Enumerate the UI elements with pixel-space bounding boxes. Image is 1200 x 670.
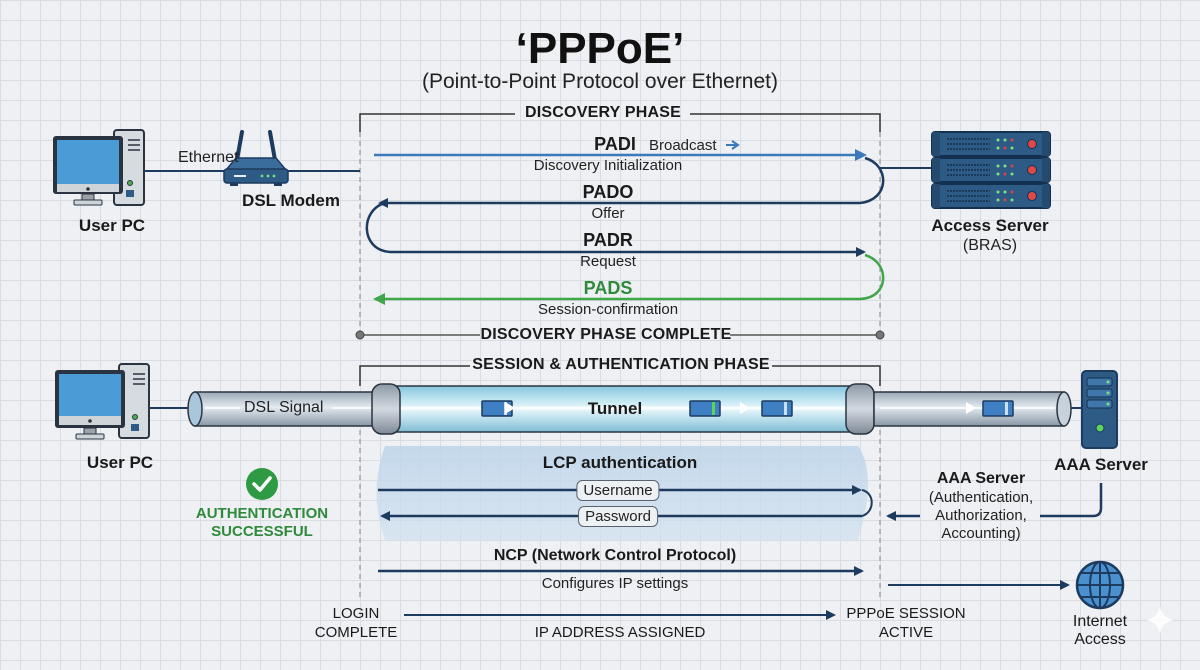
ethernet-label: Ethernet [178,149,239,166]
pado-label: PADO [582,182,634,202]
auth-status-line-1: AUTHENTICATION [195,505,329,522]
ncp-description: Configures IP settings [541,575,689,592]
user-pc-bottom-label: User PC [86,453,154,472]
password-badge: Password [578,506,658,527]
aaa-server-icon-label: AAA Server [1054,455,1148,474]
page-title: ‘PPPoE’ [515,24,685,73]
tunnel-label: Tunnel [587,399,643,418]
discovery-complete-label: DISCOVERY PHASE COMPLETE [480,326,732,343]
pado-arrow [378,156,885,208]
data-packet [966,400,1014,417]
aaa-link-pipe [873,391,1082,427]
aaa-line-1: (Authentication, [928,489,1034,506]
internet-line-2: Access [1074,631,1126,648]
login-line-1: LOGIN [332,605,380,622]
sparkle-icon [1146,606,1174,634]
pado-description: Offer [591,205,625,222]
rack-unit [931,157,1051,183]
broadcast-arrow-icon [726,140,740,150]
aaa-title: AAA Server [936,470,1026,487]
pads-description: Session-confirmation [537,301,679,318]
access-server-label: Access Server [931,216,1049,235]
lcp-label: LCP authentication [542,453,698,472]
dsl-modem-label: DSL Modem [242,191,340,210]
aaa-line-2: Authorization, [935,507,1027,524]
padr-arrow [365,201,866,257]
lcp-turn [861,489,873,517]
page-subtitle: (Point-to-Point Protocol over Ethernet) [422,70,778,93]
check-circle-icon [246,468,278,500]
data-packet [689,400,750,417]
access-server-sublabel: (BRAS) [962,237,1018,254]
padi-label: PADI [594,134,636,154]
session-active-line-1: PPPoE SESSION [846,605,966,622]
padr-description: Request [580,253,636,270]
session-active-line-2: ACTIVE [878,624,934,641]
discovery-phase-label: DISCOVERY PHASE [525,104,681,121]
broadcast-label: Broadcast [649,137,717,154]
dsl-modem-icon [223,130,289,186]
aaa-line-3: Accounting) [941,525,1021,542]
username-badge: Username [576,480,660,501]
internet-line-1: Internet [1072,613,1128,630]
dsl-signal-label: DSL Signal [244,399,324,416]
aaa-server-icon [1081,370,1118,449]
pads-arrow [373,253,885,305]
discovery-bracket [359,113,881,335]
user-pc-icon [53,129,145,206]
aaa-connector [1040,483,1103,518]
globe-icon [1075,560,1125,610]
auth-status-line-2: SUCCESSFUL [211,523,313,540]
rack-unit [931,183,1051,209]
padi-description: Discovery Initialization [533,157,683,174]
data-packet [481,400,515,417]
access-server-icon [931,131,1051,209]
dsl-signal-pipe [150,391,381,427]
padr-label: PADR [583,230,633,250]
pads-label: PADS [583,278,633,298]
ncp-label: NCP (Network Control Protocol) [493,547,737,564]
user-pc-label: User PC [78,216,146,235]
ip-assigned-label: IP ADDRESS ASSIGNED [534,624,706,641]
discovery-complete-line [355,330,885,340]
data-packet [761,400,793,417]
rack-unit [931,131,1051,157]
login-line-2: COMPLETE [314,624,398,641]
session-phase-label: SESSION & AUTHENTICATION PHASE [472,356,770,373]
session-bracket [359,365,881,600]
user-pc-bottom-icon [55,363,150,440]
